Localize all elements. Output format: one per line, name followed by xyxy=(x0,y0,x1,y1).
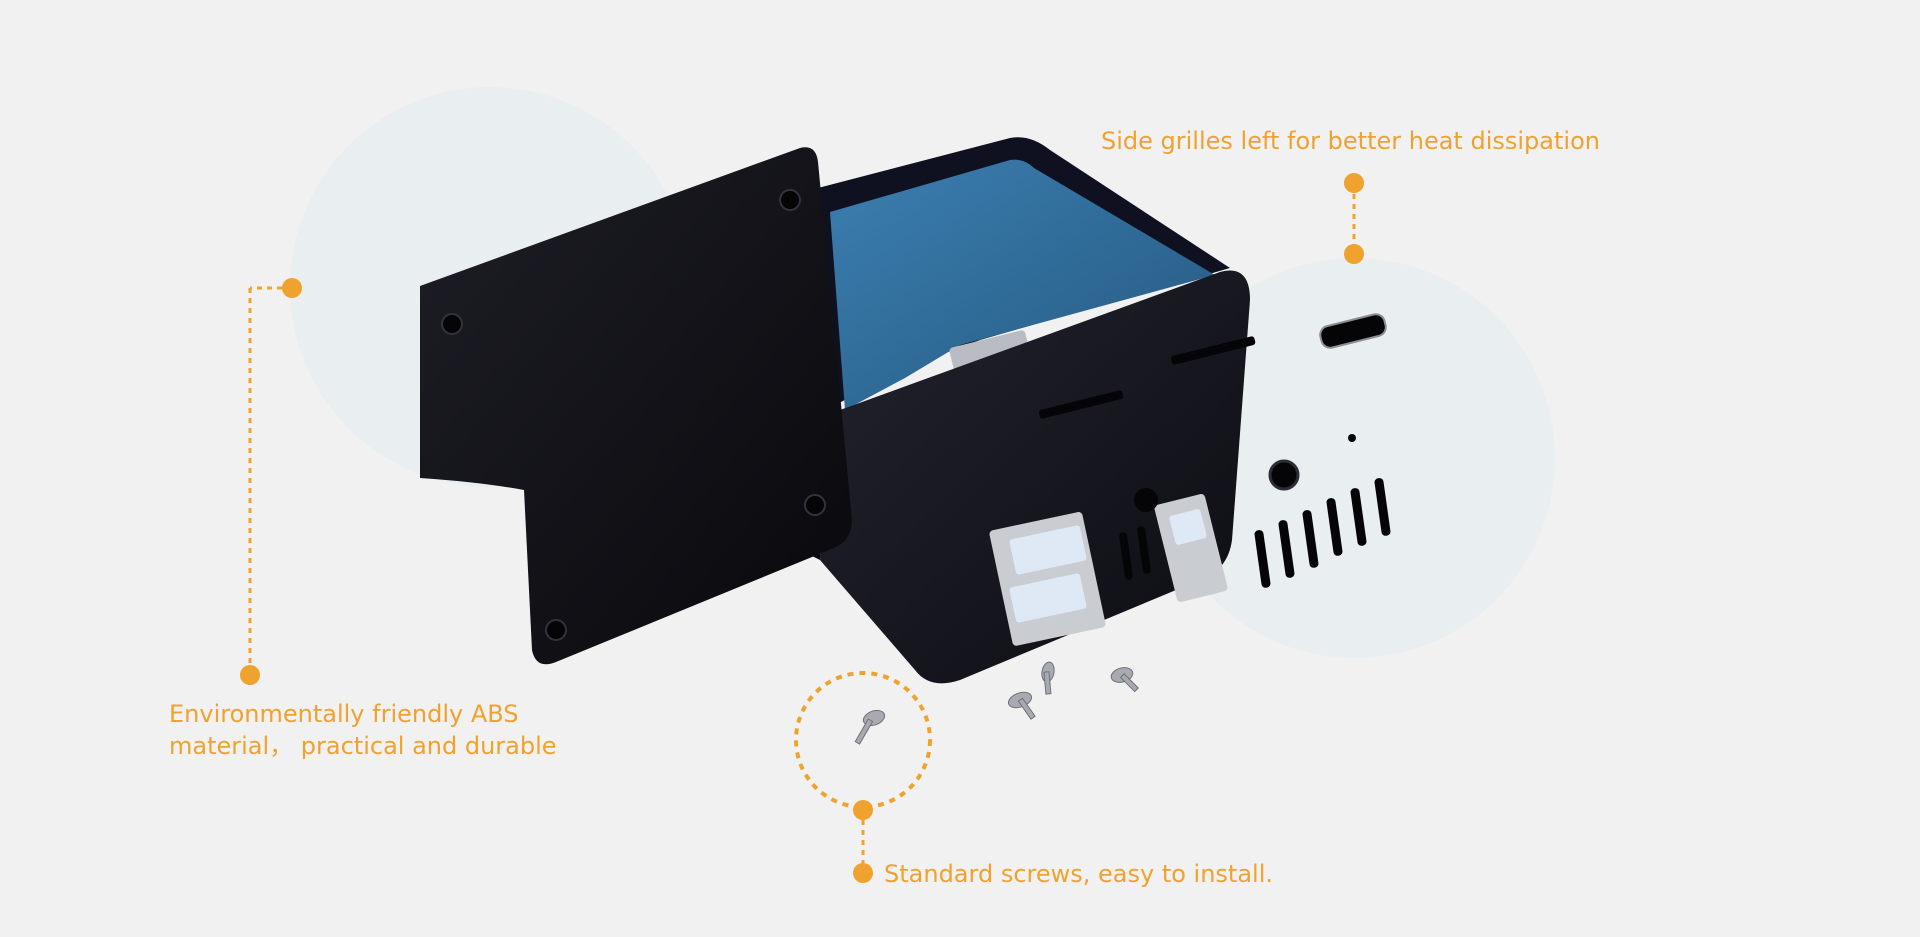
av-jack xyxy=(1268,459,1300,491)
callout-standard-screws: Standard screws, easy to install. xyxy=(884,858,1273,890)
callout-abs-line-1: Environmentally friendly ABS xyxy=(169,700,519,728)
callout-connectors xyxy=(240,173,1364,883)
loose-screws xyxy=(854,661,1139,745)
screw-highlight-circle xyxy=(794,671,932,809)
callout-standard-screws-text: Standard screws, easy to install. xyxy=(884,860,1274,888)
mic-hole xyxy=(1348,434,1356,442)
side-grilles xyxy=(1119,478,1391,588)
otg-port xyxy=(1319,313,1387,349)
callout-abs-line-2: material， practical and durable xyxy=(169,732,557,760)
usb-port-right xyxy=(1154,494,1228,602)
lid-screw-hole-2 xyxy=(779,189,801,211)
callout-heat-dissipation: Side grilles left for better heat dissip… xyxy=(1101,125,1600,157)
usb-port-left xyxy=(989,512,1106,646)
callout-heat-dissipation-text: Side grilles left for better heat dissip… xyxy=(1101,127,1600,155)
case-lid xyxy=(420,147,852,665)
lid-panel xyxy=(420,147,852,665)
callout-abs-material: Environmentally friendly ABS material， p… xyxy=(169,698,557,762)
lid-screw-hole-1 xyxy=(441,313,463,335)
tf-slot-2 xyxy=(1170,336,1256,365)
lid-screw-hole-4 xyxy=(545,619,567,641)
tf-slot-1 xyxy=(1038,390,1124,419)
right-halo-circle xyxy=(1155,258,1555,658)
av-jack-small xyxy=(1134,488,1158,512)
lid-screw-hole-3 xyxy=(804,494,826,516)
case-front-face xyxy=(820,270,1250,684)
pcb-board xyxy=(830,159,1215,410)
